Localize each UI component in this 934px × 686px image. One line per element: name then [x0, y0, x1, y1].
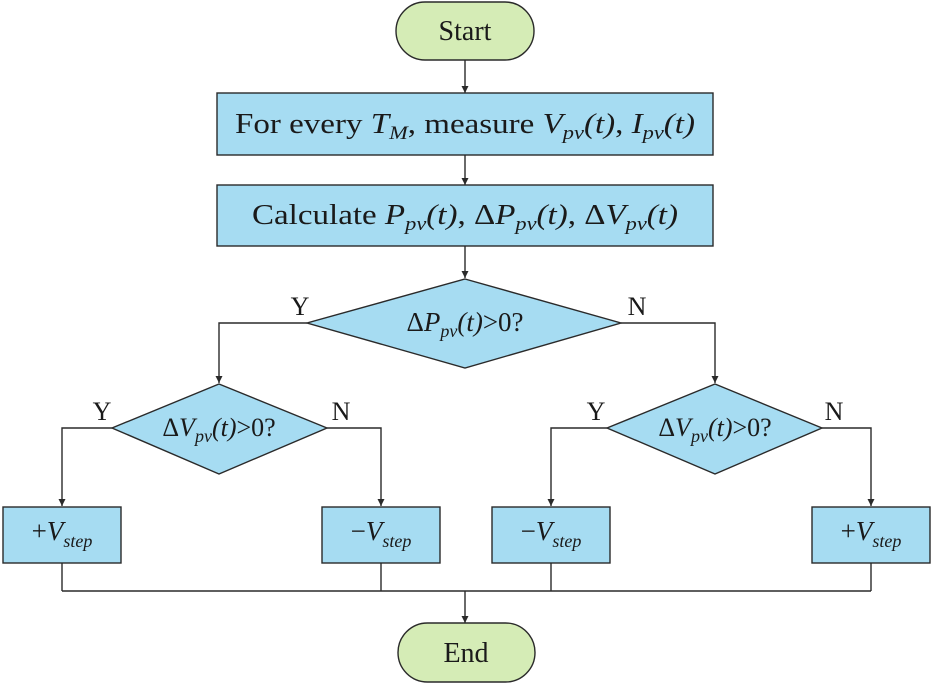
step-box-2-var: V — [366, 516, 386, 546]
calculate-dv-delta: Δ — [584, 200, 605, 231]
connectors — [58, 60, 875, 623]
step-box-2-sub: step — [382, 531, 411, 551]
calculate-sep-2: , — [568, 200, 585, 231]
decision-dv-left-cond: >0? — [236, 413, 275, 442]
decision-dv-left-var: V — [179, 413, 198, 442]
measure-v-sub: pv — [560, 123, 584, 144]
arrow-left-dv-yes — [58, 427, 112, 506]
calculate-p-var: P — [384, 200, 405, 231]
end-label: End — [443, 638, 488, 669]
decision-dv-right-label: ΔVpv(t)>0? — [658, 413, 771, 446]
measure-v-var: V — [543, 109, 567, 140]
arrow-left-dv-no — [327, 427, 385, 506]
calculate-text-pre: Calculate — [252, 200, 385, 231]
step-box-3-shape — [491, 506, 611, 564]
decision-dp-node: ΔPpv(t)>0? Y N — [291, 278, 647, 369]
calculate-dp-arg: (t) — [537, 200, 568, 231]
measure-i-sub: pv — [640, 123, 664, 144]
measure-i-var: I — [630, 109, 644, 140]
decision-dv-left-label: ΔVpv(t)>0? — [162, 413, 275, 446]
decision-dp-shape — [304, 278, 624, 369]
decision-dv-left-sub: pv — [193, 426, 212, 446]
decision-dv-right-var: V — [675, 413, 694, 442]
start-label: Start — [439, 16, 492, 47]
measure-tm-var: T — [371, 109, 392, 140]
decision-dv-right-arg: (t) — [708, 413, 733, 442]
step-box-1-sub: step — [63, 531, 92, 551]
end-node: End — [397, 622, 536, 683]
arrow-right-dv-yes — [547, 427, 607, 506]
arrow-dp-no-branch — [621, 322, 719, 383]
decision-dv-left-no-label: N — [332, 397, 351, 426]
decision-dv-right-delta: Δ — [658, 413, 675, 442]
step-box-2: −Vstep — [321, 506, 441, 564]
step-box-3-label: −Vstep — [521, 516, 582, 551]
step-box-4-var: V — [856, 516, 876, 546]
start-node: Start — [395, 1, 535, 61]
step-box-2-sign: − — [351, 516, 366, 546]
decision-dp-yes-label: Y — [291, 292, 310, 321]
decision-dv-right-no-label: N — [825, 397, 844, 426]
decision-dv-right-sub: pv — [689, 426, 708, 446]
decision-dp-delta: Δ — [406, 307, 423, 337]
step-box-4-label: +Vstep — [841, 516, 902, 551]
calculate-dv-var: V — [605, 200, 629, 231]
calculate-sep-1: , — [457, 200, 474, 231]
decision-dp-sub: pv — [438, 321, 457, 341]
step-box-3-sign: − — [521, 516, 536, 546]
decision-dp-var: P — [423, 307, 441, 337]
measure-i-arg: (t) — [664, 109, 695, 140]
calculate-dp-var: P — [494, 200, 515, 231]
step-box-2-shape — [321, 506, 441, 564]
decision-dp-arg: (t) — [457, 307, 482, 337]
step-box-1-var: V — [47, 516, 67, 546]
measure-text-pre: For every — [235, 109, 371, 140]
step-box-4-sub: step — [872, 531, 901, 551]
arrow-dp-yes-branch — [215, 322, 307, 383]
decision-dv-right-yes-label: Y — [587, 397, 606, 426]
calculate-shape — [216, 184, 714, 247]
step-box-1-shape — [2, 506, 122, 564]
step-box-3-var: V — [536, 516, 556, 546]
decision-dv-right-cond: >0? — [732, 413, 771, 442]
step-box-1: +Vstep — [2, 506, 122, 564]
calculate-dp-delta: Δ — [474, 200, 495, 231]
step-box-2-label: −Vstep — [351, 516, 412, 551]
calculate-dp-sub: pv — [513, 214, 537, 235]
arrow-right-dv-no — [822, 427, 875, 506]
decision-dv-right-node: ΔVpv(t)>0? Y N — [587, 383, 844, 475]
measure-v-arg: (t) — [584, 109, 615, 140]
decision-dp-label: ΔPpv(t)>0? — [406, 307, 523, 341]
start-shape — [395, 1, 535, 61]
step-box-4-shape — [811, 506, 931, 564]
decision-dp-no-label: N — [628, 292, 647, 321]
measure-tm-sub: M — [388, 123, 409, 144]
calculate-p-arg: (t) — [426, 200, 457, 231]
calculate-p-sub: pv — [403, 214, 427, 235]
decision-dv-left-shape — [110, 383, 329, 475]
step-box-4: +Vstep — [811, 506, 931, 564]
step-box-3-sub: step — [552, 531, 581, 551]
decision-dv-right-shape — [605, 383, 824, 475]
measure-shape — [216, 92, 714, 156]
decision-dv-left-delta: Δ — [162, 413, 179, 442]
step-box-1-label: +Vstep — [32, 516, 93, 551]
measure-text-sep: , — [615, 109, 632, 140]
measure-text-mid: , measure — [408, 109, 543, 140]
calculate-dv-arg: (t) — [647, 200, 678, 231]
decision-dv-left-yes-label: Y — [93, 397, 112, 426]
decision-dp-cond: >0? — [483, 307, 524, 337]
step-box-4-sign: + — [841, 516, 856, 546]
decision-dv-left-arg: (t) — [212, 413, 237, 442]
step-box-1-sign: + — [32, 516, 47, 546]
decision-dv-left-node: ΔVpv(t)>0? Y N — [93, 383, 351, 475]
end-shape — [397, 622, 536, 683]
calculate-dv-sub: pv — [623, 214, 647, 235]
step-box-3: −Vstep — [491, 506, 611, 564]
